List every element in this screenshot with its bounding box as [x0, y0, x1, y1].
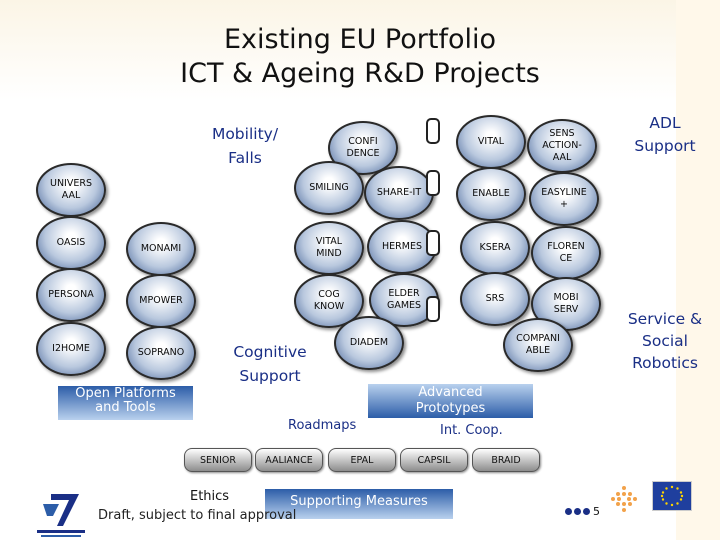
project-node-univers-aal[interactable]: UNIVERS AAL: [36, 163, 106, 217]
european-commission-logo-text: [626, 395, 642, 455]
project-label: DIADEM: [349, 337, 389, 348]
project-label: ELDER GAMES: [386, 288, 422, 311]
project-node-smiling[interactable]: SMILING: [294, 161, 364, 215]
project-label: CONFI DENCE: [346, 136, 380, 159]
group-label-service: Service & Social Robotics: [627, 310, 703, 372]
project-label: VITAL: [477, 136, 505, 147]
project-node-oasis[interactable]: OASIS: [36, 216, 106, 270]
project-label: SRS: [485, 293, 505, 304]
project-node-companionable[interactable]: COMPANI ABLE: [503, 318, 573, 372]
advanced-prototypes-bar: Advanced Prototypes: [368, 384, 533, 418]
project-node-diadem[interactable]: DIADEM: [334, 316, 404, 370]
project-label: MONAMI: [140, 243, 182, 254]
group-label-adl: ADL Support: [634, 114, 696, 155]
fp7-logo-icon: [37, 494, 85, 537]
project-label: FLOREN CE: [547, 241, 585, 264]
pill-senior[interactable]: SENIOR: [184, 448, 252, 472]
eu-flag-icon: [652, 481, 692, 511]
bracket-marker: [426, 230, 440, 256]
project-node-easyline[interactable]: EASYLINE +: [529, 172, 599, 226]
page-number: 5: [593, 505, 600, 518]
project-node-monami[interactable]: MONAMI: [126, 222, 196, 276]
bracket-marker: [426, 296, 440, 322]
pill-aaliance[interactable]: AALIANCE: [255, 448, 323, 472]
pill-capsil[interactable]: CAPSIL: [400, 448, 468, 472]
roadmaps-label: Roadmaps: [288, 418, 357, 433]
footnote: Draft, subject to final approval: [98, 508, 297, 523]
pill-braid[interactable]: BRAID: [472, 448, 540, 472]
project-label: PERSONA: [48, 289, 94, 300]
project-label: VITAL MIND: [315, 236, 343, 259]
project-node-enable[interactable]: ENABLE: [456, 167, 526, 221]
page-dot: [583, 508, 590, 515]
project-label: MOBI SERV: [553, 292, 579, 315]
project-node-i2home[interactable]: I2HOME: [36, 322, 106, 376]
page-dot: [574, 508, 581, 515]
bracket-marker: [426, 170, 440, 196]
project-node-srs[interactable]: SRS: [460, 272, 530, 326]
supporting-measures-bar: Supporting Measures: [265, 489, 453, 519]
project-node-cogknow[interactable]: COG KNOW: [294, 274, 364, 328]
project-label: I2HOME: [52, 343, 90, 354]
project-label: ENABLE: [472, 188, 510, 199]
project-label: SMILING: [309, 182, 349, 193]
project-label: SHARE-IT: [376, 187, 422, 198]
project-label: OASIS: [56, 237, 86, 248]
project-node-sens-action-aal[interactable]: SENS ACTION- AAL: [527, 119, 597, 173]
dotted-logo-icon: [611, 486, 637, 512]
project-node-florence[interactable]: FLOREN CE: [531, 226, 601, 280]
project-label: KSERA: [479, 242, 511, 253]
right-band: [676, 0, 720, 540]
project-node-share-it[interactable]: SHARE-IT: [364, 166, 434, 220]
ethics-label: Ethics: [190, 489, 230, 504]
page-title-line1: Existing EU Portfolio: [223, 24, 496, 55]
project-label: MPOWER: [139, 295, 183, 306]
top-band: [0, 0, 720, 100]
project-label: EASYLINE +: [541, 187, 587, 210]
project-label: SENS ACTION- AAL: [542, 128, 582, 163]
bracket-marker: [426, 118, 440, 144]
page-dot: [565, 508, 572, 515]
int-coop-label: Int. Coop.: [440, 423, 503, 438]
group-label-cognitive: Cognitive Support: [233, 343, 307, 385]
project-label: SOPRANO: [137, 347, 185, 358]
group-label-mobility: Mobility/ Falls: [211, 125, 279, 167]
pill-epal[interactable]: EPAL: [328, 448, 396, 472]
project-label: COG KNOW: [313, 289, 345, 312]
project-node-vital-mind[interactable]: VITAL MIND: [294, 221, 364, 275]
project-label: HERMES: [382, 241, 422, 252]
project-node-persona[interactable]: PERSONA: [36, 268, 106, 322]
open-platforms-bar: Open Platforms and Tools: [58, 386, 193, 420]
project-node-vital[interactable]: VITAL: [456, 115, 526, 169]
project-node-soprano[interactable]: SOPRANO: [126, 326, 196, 380]
project-node-mpower[interactable]: MPOWER: [126, 274, 196, 328]
project-node-ksera[interactable]: KSERA: [460, 221, 530, 275]
project-label: UNIVERS AAL: [50, 178, 92, 201]
page-title-line2: ICT & Ageing R&D Projects: [180, 58, 540, 89]
page-indicator: 5: [565, 505, 600, 518]
project-label: COMPANI ABLE: [516, 333, 560, 356]
project-node-hermes[interactable]: HERMES: [367, 220, 437, 274]
